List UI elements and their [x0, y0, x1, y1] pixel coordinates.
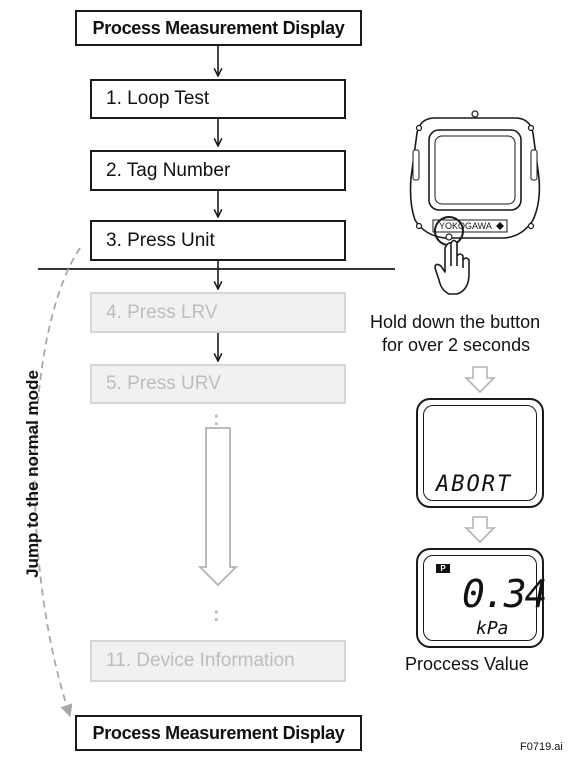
ellipsis-upper: : — [213, 408, 220, 430]
instruction-line-2: for over 2 seconds — [382, 335, 531, 355]
jump-label: Jump to the normal mode — [23, 370, 42, 578]
p-badge: P — [436, 564, 450, 573]
gray-arrow-2 — [464, 516, 496, 544]
ellipsis-lower: : — [213, 604, 220, 626]
instruction-line-1: Hold down the button — [370, 312, 541, 332]
step-box-device-information: 11. Device Information — [90, 640, 346, 682]
unit-text: kPa — [476, 618, 509, 639]
step-box-press-lrv: 4. Press LRV — [90, 292, 346, 333]
step-box-press-urv: 5. Press URV — [90, 364, 346, 404]
abort-text: ABORT — [436, 472, 513, 497]
big-down-arrow — [197, 427, 239, 587]
top-title-box: Process Measurement Display — [75, 10, 362, 46]
transmitter-device: YOKOGAWA — [409, 110, 541, 295]
gray-arrow-1 — [464, 366, 496, 394]
brand-text: YOKOGAWA — [439, 221, 492, 231]
bottom-title-box: Process Measurement Display — [75, 715, 362, 751]
jump-dashed-curve — [33, 247, 81, 718]
step-box-tag-number: 2. Tag Number — [90, 150, 346, 191]
figure-id: F0719.ai — [520, 741, 563, 753]
abort-display: ABORT — [416, 398, 544, 508]
step-box-loop-test: 1. Loop Test — [90, 79, 346, 119]
process-value-caption: Proccess Value — [405, 654, 529, 674]
process-value-display: P 0.34 kPa — [416, 548, 548, 648]
hand-icon — [434, 239, 470, 295]
step-box-press-unit: 3. Press Unit — [90, 220, 346, 261]
process-value-text: 0.34 — [462, 572, 548, 616]
